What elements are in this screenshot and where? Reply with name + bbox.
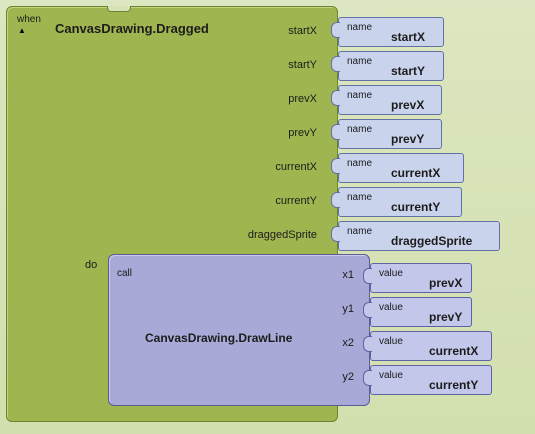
arg-value-block-y2[interactable]: value currentY xyxy=(363,365,492,395)
arg-label-y1: y1 xyxy=(342,303,354,315)
socket-tab xyxy=(331,192,340,208)
param-name-value: prevX xyxy=(391,98,425,112)
param-name-block-prevy[interactable]: name prevY xyxy=(331,119,442,149)
arg-value-block-y1[interactable]: value prevY xyxy=(363,297,472,327)
socket-tab xyxy=(331,90,340,106)
param-name-value: startY xyxy=(391,64,426,78)
socket-tab xyxy=(331,124,340,140)
arg-value: currentY xyxy=(429,378,479,392)
socket-tab xyxy=(363,370,372,386)
param-name-block-currentx[interactable]: name currentX xyxy=(331,153,464,183)
socket-tab xyxy=(363,336,372,352)
name-slot-label: name xyxy=(347,226,373,237)
when-label: when xyxy=(17,14,41,25)
param-label-draggedsprite: draggedSprite xyxy=(247,229,317,241)
param-name-value: draggedSprite xyxy=(391,234,473,248)
value-slot-label: value xyxy=(379,336,403,347)
param-name-block-starty[interactable]: name startY xyxy=(331,51,444,81)
arg-label-y2: y2 xyxy=(342,371,354,383)
name-slot-label: name xyxy=(347,90,373,101)
param-name-value: currentY xyxy=(391,200,441,214)
arg-label-x2: x2 xyxy=(342,337,354,349)
arg-value: currentX xyxy=(429,344,479,358)
block-notch xyxy=(107,6,131,12)
arg-value: prevY xyxy=(429,310,463,324)
param-name-value: prevY xyxy=(391,132,425,146)
param-label-starty: startY xyxy=(288,59,317,71)
param-label-currenty: currentY xyxy=(275,195,317,207)
param-name-block-startx[interactable]: name startX xyxy=(331,17,444,47)
do-label: do xyxy=(85,259,98,271)
call-label: call xyxy=(117,268,133,279)
param-name-value: startX xyxy=(391,30,426,44)
call-title: CanvasDrawing.DrawLine xyxy=(145,331,293,345)
socket-tab xyxy=(331,22,340,38)
event-title: CanvasDrawing.Dragged xyxy=(55,21,209,36)
name-slot-label: name xyxy=(347,56,373,67)
socket-tab xyxy=(331,158,340,174)
name-slot-label: name xyxy=(347,22,373,33)
arg-value-block-x2[interactable]: value currentX xyxy=(363,331,492,361)
name-slot-label: name xyxy=(347,192,373,203)
socket-tab xyxy=(363,302,372,318)
param-name-value: currentX xyxy=(391,166,441,180)
socket-tab xyxy=(331,226,340,242)
param-name-block-currenty[interactable]: name currentY xyxy=(331,187,462,217)
socket-tab xyxy=(331,56,340,72)
param-label-currentx: currentX xyxy=(275,161,317,173)
arg-value: prevX xyxy=(429,276,463,290)
call-block-drawline[interactable]: call CanvasDrawing.DrawLine x1 y1 x2 y2 xyxy=(108,254,370,406)
socket-tab xyxy=(363,268,372,284)
param-label-prevy: prevY xyxy=(288,127,317,139)
param-name-block-prevx[interactable]: name prevX xyxy=(331,85,442,115)
param-name-block-draggedsprite[interactable]: name draggedSprite xyxy=(331,221,500,251)
name-slot-label: name xyxy=(347,158,373,169)
value-slot-label: value xyxy=(379,302,403,313)
arg-label-x1: x1 xyxy=(342,269,354,281)
param-label-prevx: prevX xyxy=(288,93,317,105)
param-label-startx: startX xyxy=(288,25,317,37)
name-slot-label: name xyxy=(347,124,373,135)
arg-value-block-x1[interactable]: value prevX xyxy=(363,263,472,293)
value-slot-label: value xyxy=(379,370,403,381)
collapse-triangle-icon[interactable]: ▲ xyxy=(18,26,26,35)
value-slot-label: value xyxy=(379,268,403,279)
